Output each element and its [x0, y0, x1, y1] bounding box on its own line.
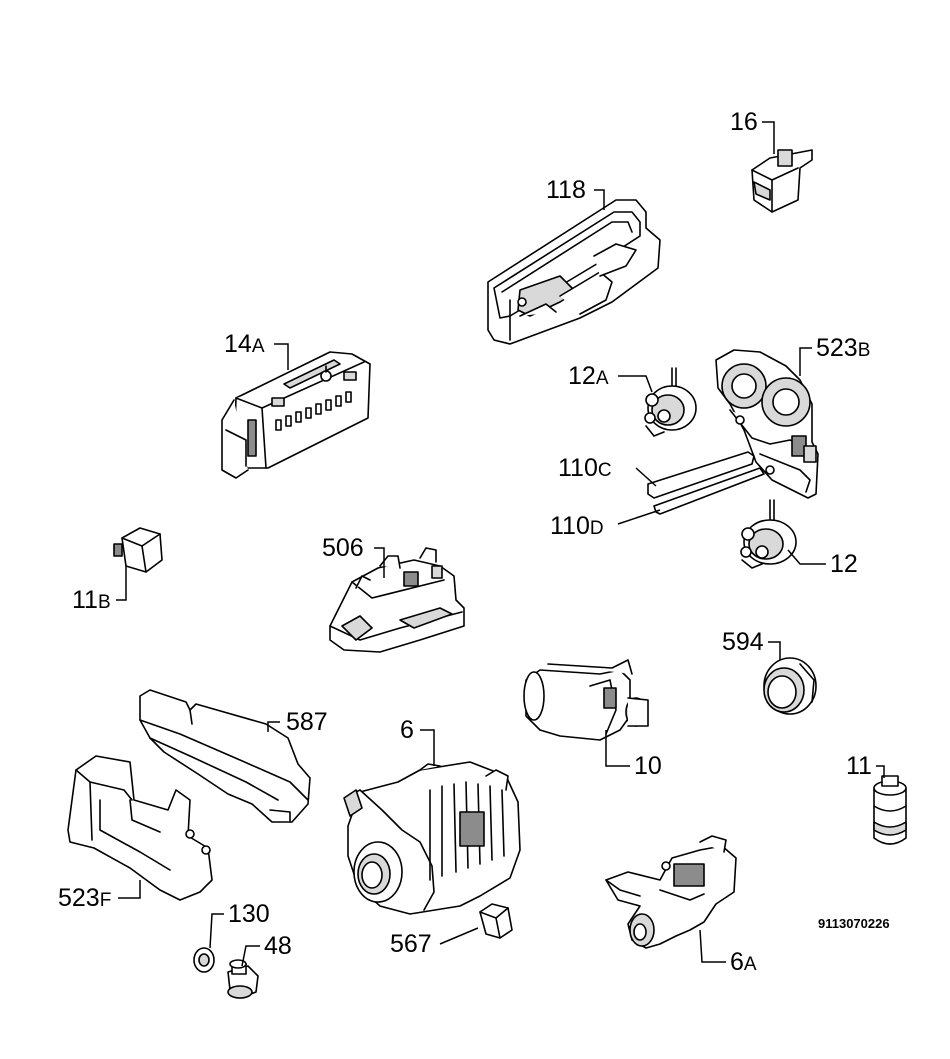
callout-567: 567 — [390, 930, 432, 958]
part-16-relay — [751, 149, 813, 213]
callout-587: 587 — [286, 708, 328, 736]
callout-10: 10 — [634, 752, 662, 780]
part-587-cover — [139, 689, 311, 823]
callout-14a: 14A — [224, 330, 265, 358]
leader-lines — [116, 121, 885, 967]
callout-110c: 110C — [558, 454, 612, 482]
part-523b-bracket — [715, 349, 819, 499]
part-14a-electronic-module — [221, 351, 371, 479]
part-130-washer — [193, 947, 215, 973]
callout-6: 6 — [400, 716, 414, 744]
part-523f-bracket — [67, 755, 213, 901]
callout-16: 16 — [730, 108, 758, 136]
part-118-panel-cover — [487, 199, 661, 345]
part-11-capacitor — [873, 775, 907, 845]
callout-523f: 523F — [58, 884, 112, 912]
callout-12: 12 — [830, 550, 858, 578]
part-48-bolt — [227, 959, 259, 999]
part-11b-relay — [113, 527, 163, 573]
callout-523b: 523B — [816, 334, 871, 362]
part-506-terminal-block — [329, 547, 465, 653]
callout-110d: 110D — [550, 512, 604, 540]
callout-11: 11 — [846, 752, 872, 780]
part-12-pressure-switch — [740, 499, 797, 569]
document-number: 9113070226 — [818, 916, 890, 931]
part-567-clip — [479, 903, 513, 939]
part-10-heater — [523, 659, 649, 741]
part-12a-pressure-switch — [644, 367, 697, 437]
part-6a-drain-pump — [605, 835, 737, 949]
callout-506: 506 — [322, 534, 364, 562]
callout-118: 118 — [546, 176, 586, 204]
callout-12a: 12A — [568, 362, 609, 390]
callout-48: 48 — [264, 932, 292, 960]
part-6-circulation-pump — [343, 761, 521, 915]
part-110-hoses — [647, 451, 765, 515]
callout-130: 130 — [228, 900, 270, 928]
part-594-seal-ring — [763, 657, 817, 715]
callout-11b: 11B — [72, 586, 111, 614]
callout-6a: 6A — [730, 948, 757, 976]
callout-594: 594 — [722, 628, 764, 656]
